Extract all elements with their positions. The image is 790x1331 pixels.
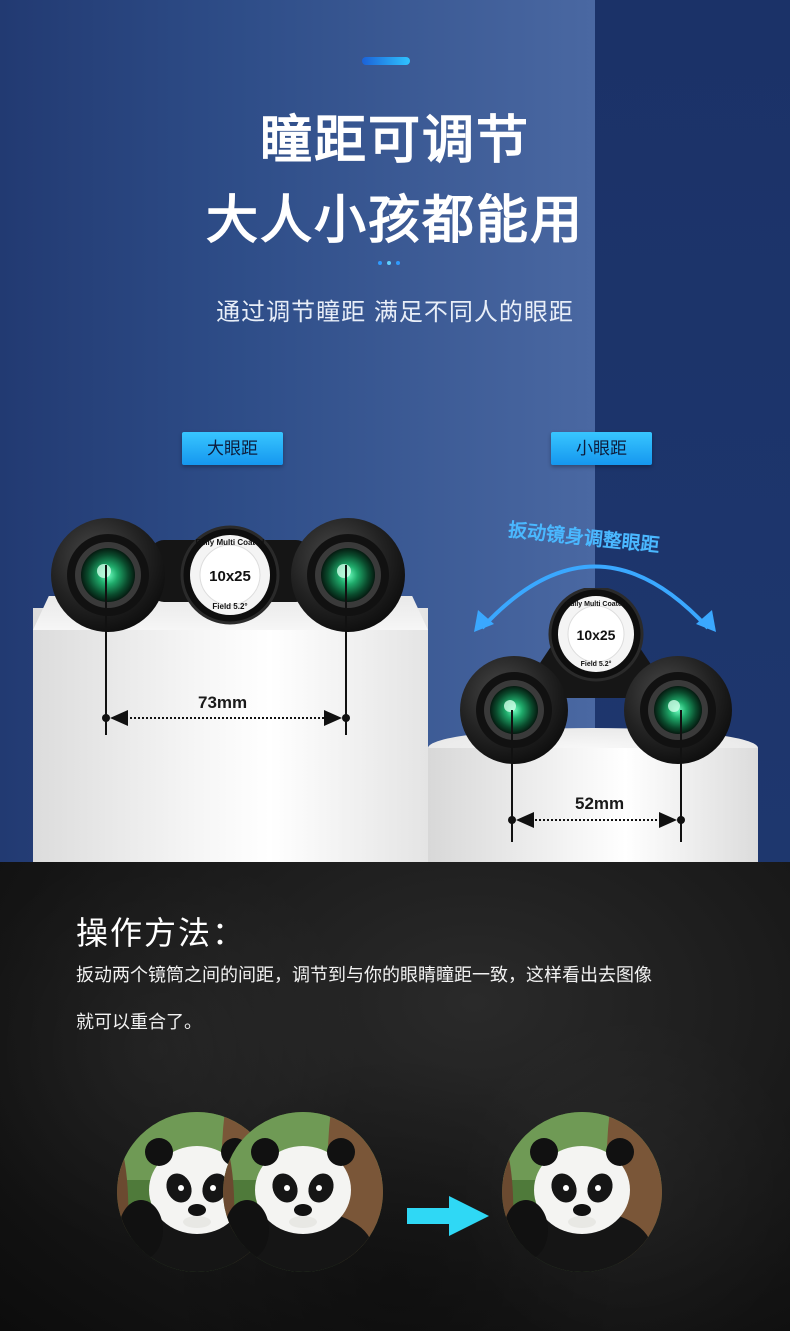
model-label-2: 10x25 (577, 627, 616, 643)
arc-top-label-2: Fully Multi Coated (566, 601, 626, 608)
measure-narrow (508, 710, 685, 842)
pedestal-left (33, 608, 428, 862)
arrow-right-icon (407, 1196, 489, 1236)
operation-desc-line1: 扳动两个镜筒之间的间距，调节到与你的眼睛瞳距一致，这样看出去图像 (76, 965, 652, 985)
operation-title: 操作方法： (76, 915, 247, 951)
decor-dots (378, 261, 400, 265)
headline-line2: 大人小孩都能用 (205, 192, 584, 250)
accent-bar (362, 57, 410, 65)
arc-top-label: Fully Multi Coated (196, 538, 265, 547)
panda-merged-view (502, 1112, 662, 1272)
tag-big-eye-distance: 大眼距 (182, 432, 283, 465)
pedestal-right (428, 748, 758, 862)
measure-narrow-label: 52mm (575, 794, 625, 813)
operation-section (0, 862, 790, 1331)
model-label: 10x25 (209, 568, 251, 585)
rotate-arc-arrow (474, 564, 716, 632)
operation-desc-line2: 就可以重合了。 (76, 1012, 202, 1032)
measure-wide-label: 73mm (198, 693, 248, 712)
arc-bottom-label-2: Field 5.2° (581, 660, 612, 668)
subtitle: 通过调节瞳距 满足不同人的眼距 (216, 299, 574, 326)
measure-wide (102, 565, 350, 735)
panda-double-view (117, 1112, 383, 1272)
binocular-wide: 10x25 Fully Multi Coated Field 5.2° (51, 518, 405, 632)
binocular-narrow: 10x25 Fully Multi Coated Field 5.2° (460, 588, 732, 764)
tag-small-eye-distance: 小眼距 (551, 432, 652, 465)
headline-line1: 瞳距可调节 (259, 112, 530, 170)
arc-bottom-label: Field 5.2° (212, 602, 247, 611)
